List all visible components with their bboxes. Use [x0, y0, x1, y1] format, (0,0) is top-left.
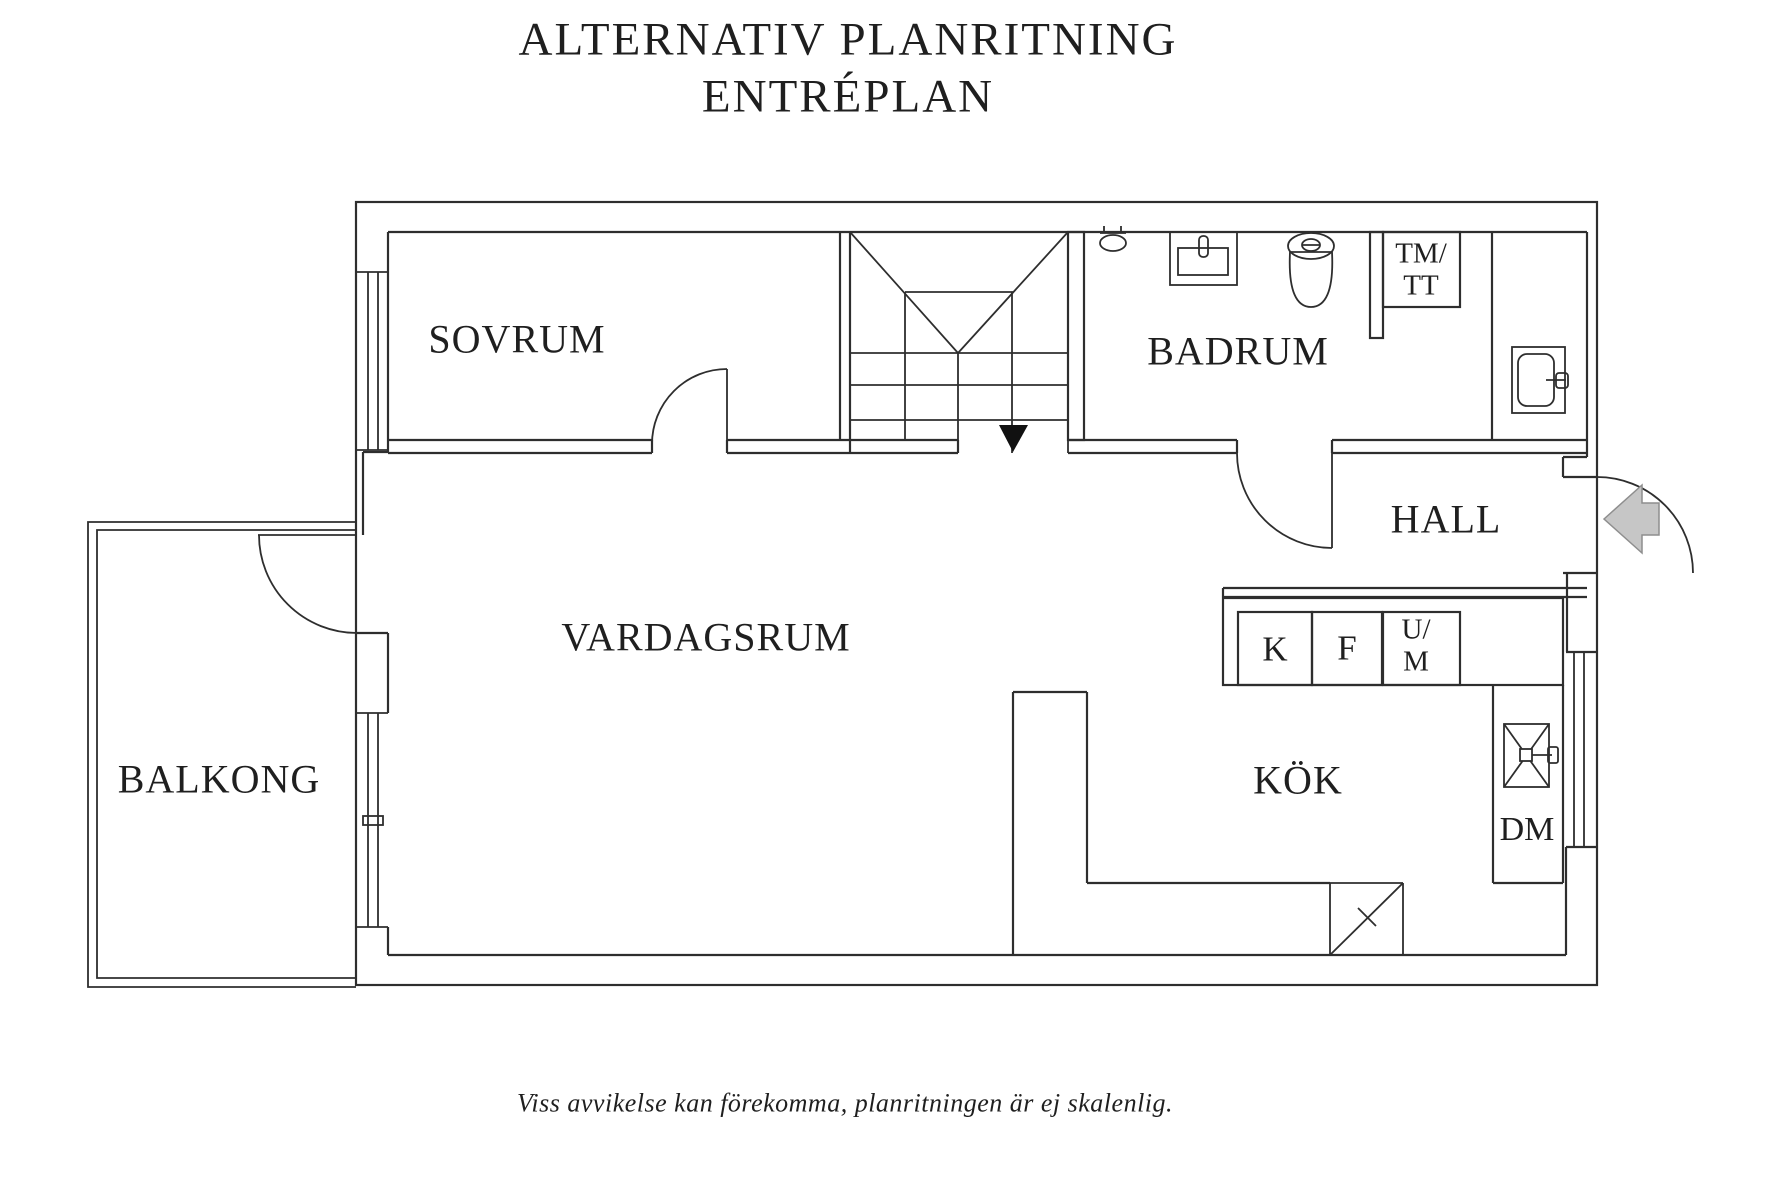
disclaimer-caption: Viss avvikelse kan förekomma, planritnin… — [516, 1088, 1174, 1118]
sovrum-door — [651, 368, 728, 445]
label-dishwasher: DM — [1499, 810, 1555, 848]
label-washer-dryer-line2: TT — [1403, 270, 1439, 302]
room-label-vardagsrum: VARDAGSRUM — [561, 614, 851, 660]
page-title-line1: ALTERNATIV PLANRITNING — [518, 13, 1178, 66]
kitchen-sink-icon — [1503, 723, 1559, 788]
toilet-icon — [1287, 232, 1335, 308]
room-label-balkong: BALKONG — [117, 756, 321, 802]
window-vardagsrum — [356, 712, 388, 928]
bathroom-sink-icon — [1169, 231, 1238, 286]
label-oven-micro-line1: U/ — [1401, 613, 1431, 646]
room-label-hall: HALL — [1390, 496, 1502, 542]
kitchen-peninsula — [1011, 690, 1330, 955]
shower-mixer-icon — [1099, 226, 1127, 252]
balcony-outline — [87, 521, 356, 988]
stair-direction-arrow-icon — [999, 425, 1028, 452]
room-label-sovrum: SOVRUM — [428, 316, 606, 362]
label-oven-micro: U/ M — [1402, 614, 1431, 679]
entry-arrow-icon — [1602, 483, 1660, 555]
hall-washbasin-icon — [1511, 346, 1569, 414]
page-title-line2: ENTRÉPLAN — [701, 70, 995, 123]
badrum-door — [1236, 440, 1333, 549]
label-washer-dryer-line1: TM/ — [1395, 237, 1447, 270]
balkong-door — [258, 534, 358, 634]
label-washer-dryer: TM/ TT — [1395, 238, 1447, 303]
entry-door — [1596, 476, 1694, 574]
kitchen-counter — [1221, 596, 1565, 885]
room-label-badrum: BADRUM — [1147, 328, 1329, 374]
room-label-kok: KÖK — [1253, 757, 1343, 803]
radiator-shaft-symbol — [1329, 882, 1404, 956]
window-sovrum — [356, 271, 388, 451]
label-oven-micro-line2: M — [1403, 646, 1429, 678]
label-freezer: F — [1337, 628, 1357, 668]
staircase — [849, 231, 1069, 453]
label-fridge: K — [1262, 629, 1288, 669]
tm-tt-closet — [1381, 230, 1462, 309]
interior-walls — [388, 230, 1587, 599]
window-kok — [1573, 652, 1585, 847]
